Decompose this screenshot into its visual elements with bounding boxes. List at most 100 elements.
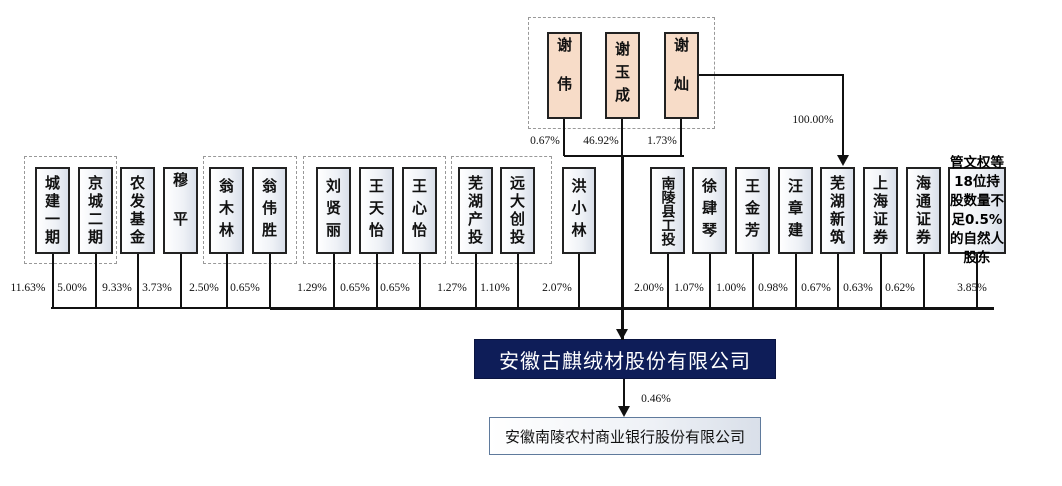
holding-pct: 2.50% — [189, 282, 219, 294]
holding-pct: 2.07% — [542, 282, 572, 294]
holding-pct: 0.65% — [340, 282, 370, 294]
shareholder-name: 王金芳 — [743, 177, 761, 244]
connector-line — [52, 254, 54, 309]
shareholder-box: 芜湖产投 — [458, 167, 493, 254]
group-dashed-frame — [203, 156, 297, 264]
holding-pct: 5.00% — [57, 282, 87, 294]
holding-pct: 1.07% — [674, 282, 704, 294]
holding-pct: 1.29% — [297, 282, 327, 294]
holding-pct: 0.67% — [801, 282, 831, 294]
family-bus-line — [564, 155, 684, 157]
shareholder-box: 翁伟胜 — [252, 167, 287, 254]
connector-line — [795, 254, 797, 309]
xiecan-wuhu-xinzhu-pct: 100.00% — [792, 114, 834, 126]
shareholder-name: 王天怡 — [367, 177, 385, 244]
shareholder-box: 京城二期 — [78, 167, 113, 254]
shareholder-box: 洪小林 — [562, 167, 596, 254]
group-dashed-frame — [451, 156, 552, 264]
shareholder-name: 穆平 — [171, 171, 189, 250]
top-holder-box: 谢伟 — [547, 32, 582, 119]
holding-pct: 0.98% — [758, 282, 788, 294]
connector-line — [923, 254, 925, 309]
holding-pct: 0.62% — [885, 282, 915, 294]
holding-pct: 3.85% — [957, 282, 987, 294]
holding-pct: 11.63% — [10, 282, 46, 294]
connector-line — [137, 254, 139, 309]
connector-line — [419, 254, 421, 309]
holding-pct: 0.67% — [530, 135, 560, 147]
shareholder-box: 王天怡 — [359, 167, 394, 254]
connector-line — [880, 254, 882, 309]
connector-line — [842, 74, 844, 156]
connector-line — [333, 254, 335, 309]
shareholder-bus-line — [270, 307, 994, 310]
shareholder-box: 远大创投 — [500, 167, 535, 254]
holder-name: 谢伟 — [555, 36, 573, 115]
shareholder-box: 芜湖新筑 — [820, 167, 855, 254]
shareholder-box: 翁木林 — [209, 167, 244, 254]
connector-line — [180, 254, 182, 309]
shareholder-name: 汪章建 — [786, 177, 804, 244]
shareholder-box: 王金芳 — [735, 167, 770, 254]
investee-box: 安徽南陵农村商业银行股份有限公司 — [489, 417, 761, 455]
investee-pct: 0.46% — [641, 393, 671, 405]
shareholder-box: 徐肆琴 — [692, 167, 727, 254]
connector-line — [667, 254, 669, 309]
connector-line — [752, 254, 754, 309]
shareholder-name: 远大创投 — [508, 174, 526, 247]
shareholder-name: 上海证券 — [871, 174, 889, 247]
connector-line — [517, 254, 519, 309]
shareholder-box: 城建一期 — [35, 167, 70, 254]
group-dashed-frame — [303, 156, 446, 264]
shareholder-name: 南陵县工投 — [659, 175, 676, 246]
holder-name: 谢灿 — [672, 36, 690, 115]
holding-pct: 0.65% — [230, 282, 260, 294]
connector-line — [976, 254, 978, 309]
shareholder-name: 京城二期 — [86, 174, 104, 247]
shareholder-box: 王心怡 — [402, 167, 437, 254]
holding-pct: 9.33% — [102, 282, 132, 294]
shareholder-name: 王心怡 — [410, 177, 428, 244]
holding-pct: 1.00% — [716, 282, 746, 294]
shareholder-box: 南陵县工投 — [650, 167, 685, 254]
arrow-down-icon — [616, 329, 628, 340]
connector-line — [376, 254, 378, 309]
connector-line — [709, 254, 711, 309]
connector-line — [578, 254, 580, 309]
shareholder-name: 芜湖产投 — [466, 174, 484, 247]
company-box: 安徽古麒绒材股份有限公司 — [474, 339, 776, 379]
shareholder-box: 穆平 — [163, 167, 198, 254]
connector-line — [269, 254, 271, 309]
holding-pct: 1.73% — [647, 135, 677, 147]
holding-pct: 46.92% — [583, 135, 619, 147]
shareholder-name: 翁伟胜 — [260, 177, 278, 244]
holding-pct: 1.10% — [480, 282, 510, 294]
shareholder-box: 汪章建 — [778, 167, 813, 254]
holder-name: 谢玉成 — [613, 41, 631, 110]
holding-pct: 2.00% — [634, 282, 664, 294]
connector-line — [226, 254, 228, 309]
shareholder-box: 上海证券 — [863, 167, 898, 254]
shareholder-name: 刘贤丽 — [324, 177, 342, 244]
holding-pct: 0.63% — [843, 282, 873, 294]
connector-line — [623, 379, 625, 409]
connector-line — [837, 254, 839, 309]
top-holder-box: 谢灿 — [664, 32, 699, 119]
shareholder-box: 管文权等18位持股数量不足0.5%的自然人股东 — [948, 155, 1006, 266]
shareholder-name: 管文权等18位持股数量不足0.5%的自然人股东 — [950, 154, 1004, 266]
shareholder-name: 徐肆琴 — [700, 177, 718, 244]
group-dashed-frame — [24, 156, 117, 264]
connector-line — [699, 74, 844, 76]
holding-pct: 1.27% — [437, 282, 467, 294]
arrow-down-icon — [837, 155, 849, 166]
shareholder-name: 海通证券 — [914, 174, 932, 247]
shareholder-name: 洪小林 — [569, 177, 588, 244]
shareholder-box: 海通证券 — [906, 167, 941, 254]
shareholder-name: 芜湖新筑 — [828, 174, 846, 247]
shareholder-box: 农发基金 — [120, 167, 155, 254]
investee-name: 安徽南陵农村商业银行股份有限公司 — [504, 427, 745, 446]
connector-line — [680, 119, 682, 156]
company-name: 安徽古麒绒材股份有限公司 — [499, 348, 751, 373]
shareholder-box: 刘贤丽 — [316, 167, 351, 254]
